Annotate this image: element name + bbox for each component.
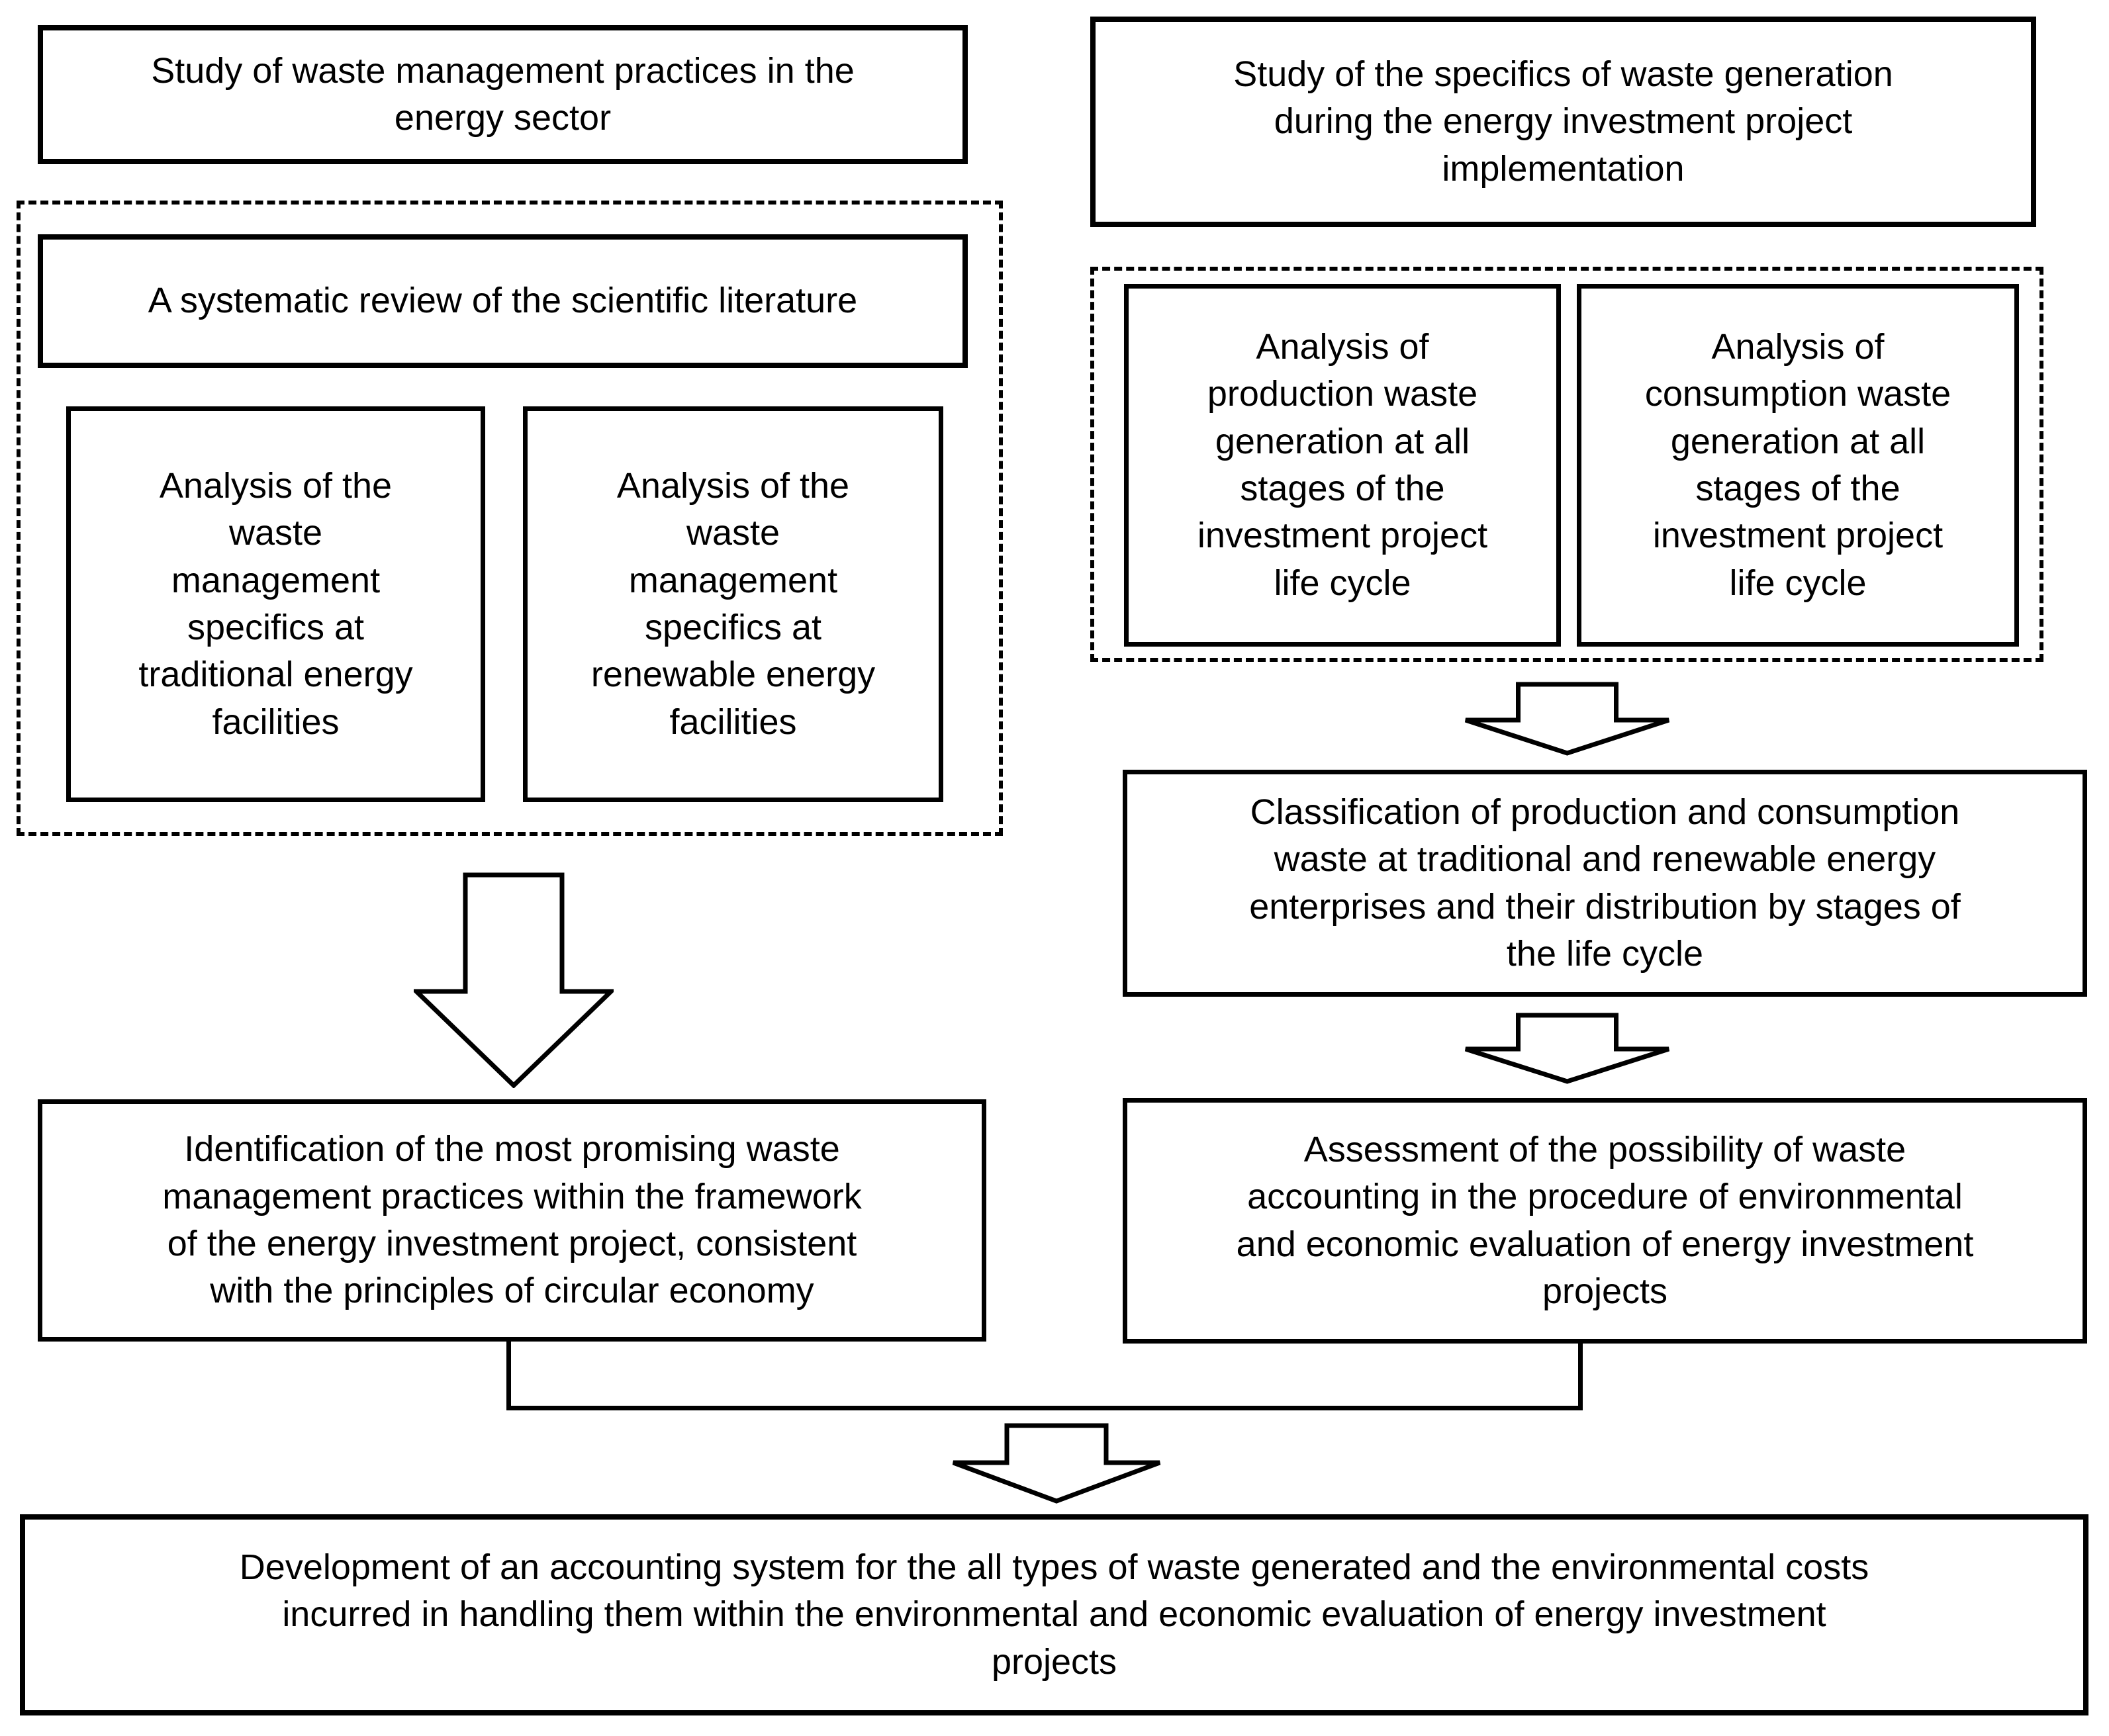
connector-line-right-vertical bbox=[1578, 1344, 1583, 1410]
down-arrow-icon bbox=[1463, 1013, 1671, 1084]
box-analysis-renewable: Analysis of the waste management specifi… bbox=[523, 406, 943, 802]
box-development: Development of an accounting system for … bbox=[20, 1514, 2088, 1715]
box-analysis-traditional: Analysis of the waste management specifi… bbox=[66, 406, 485, 802]
box-study-waste-generation: Study of the specifics of waste generati… bbox=[1090, 17, 2036, 227]
box-analysis-consumption-waste: Analysis of consumption waste generation… bbox=[1577, 284, 2019, 647]
box-analysis-consumption-waste-label: Analysis of consumption waste generation… bbox=[1644, 327, 1951, 603]
box-classification-label: Classification of production and consump… bbox=[1249, 792, 1961, 974]
down-arrow-icon bbox=[1463, 682, 1671, 756]
box-study-waste-generation-label: Study of the specifics of waste generati… bbox=[1233, 54, 1893, 189]
box-systematic-review: A systematic review of the scientific li… bbox=[38, 234, 968, 368]
box-study-waste-management-label: Study of waste management practices in t… bbox=[151, 50, 855, 138]
box-analysis-traditional-label: Analysis of the waste management specifi… bbox=[138, 466, 413, 742]
box-analysis-production-waste-label: Analysis of production waste generation … bbox=[1197, 327, 1488, 603]
box-classification: Classification of production and consump… bbox=[1123, 770, 2087, 997]
box-assessment: Assessment of the possibility of waste a… bbox=[1123, 1098, 2087, 1344]
box-assessment-label: Assessment of the possibility of waste a… bbox=[1236, 1129, 1974, 1311]
connector-line-left-vertical bbox=[506, 1342, 511, 1410]
box-identification-label: Identification of the most promising was… bbox=[162, 1129, 862, 1311]
dashed-group-literature-review bbox=[17, 201, 1003, 836]
box-identification: Identification of the most promising was… bbox=[38, 1099, 986, 1342]
down-arrow-icon bbox=[414, 872, 614, 1088]
down-arrow-icon bbox=[951, 1423, 1162, 1504]
box-systematic-review-label: A systematic review of the scientific li… bbox=[148, 281, 858, 321]
connector-line-horizontal bbox=[506, 1406, 1583, 1410]
box-analysis-production-waste: Analysis of production waste generation … bbox=[1124, 284, 1561, 647]
dashed-group-waste-analysis bbox=[1090, 267, 2043, 662]
box-analysis-renewable-label: Analysis of the waste management specifi… bbox=[590, 466, 876, 742]
box-development-label: Development of an accounting system for … bbox=[239, 1547, 1869, 1682]
box-study-waste-management: Study of waste management practices in t… bbox=[38, 25, 968, 164]
